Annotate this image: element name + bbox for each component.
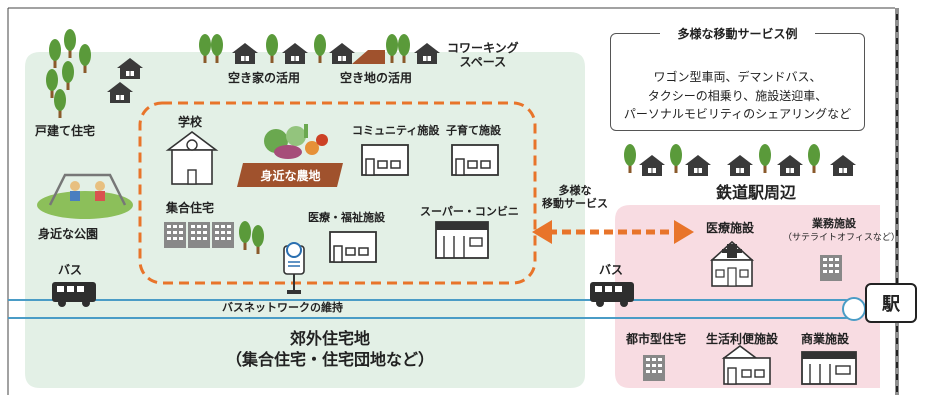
vacant-house-label: 空き家の活用 bbox=[228, 71, 301, 85]
legend-box bbox=[610, 33, 865, 131]
station-area-title: 鉄道駅周辺 bbox=[716, 183, 797, 202]
business-facility-label: 業務施設 bbox=[812, 217, 856, 230]
nearby-park-label: 身近な公園 bbox=[38, 227, 99, 241]
commercial-facility-icon bbox=[801, 351, 857, 385]
bus-icon-right bbox=[590, 282, 634, 307]
business-facility-note: （サテライトオフィスなど） bbox=[783, 233, 900, 243]
commercial-facility-label: 商業施設 bbox=[801, 332, 850, 346]
station-medical-label: 医療施設 bbox=[706, 221, 755, 235]
bus-terminal-circle bbox=[842, 297, 866, 321]
school-icon bbox=[165, 131, 219, 185]
coworking-label: コワーキング スペース bbox=[447, 41, 519, 69]
core-zone-boundary bbox=[138, 101, 537, 285]
vegetables-icon bbox=[264, 124, 328, 159]
bus-left-label: バス bbox=[58, 263, 83, 277]
mobility-arrow bbox=[532, 220, 694, 244]
bus-network-label: バスネットワークの維持 bbox=[222, 301, 343, 314]
medical-welfare-label: 医療・福祉施設 bbox=[308, 211, 385, 224]
bus-right-label: バス bbox=[599, 263, 624, 277]
urban-housing-icon bbox=[643, 355, 665, 381]
urban-housing-label: 都市型住宅 bbox=[626, 332, 687, 346]
suburb-area-bg bbox=[25, 52, 585, 388]
nearby-farm-label: 身近な農地 bbox=[260, 168, 321, 183]
supermarket-icon bbox=[435, 221, 489, 259]
vacant-lot-row bbox=[352, 34, 441, 65]
station-label: 駅 bbox=[865, 283, 917, 323]
farm-tag-shape bbox=[237, 163, 343, 187]
legend-title: 多様な移動サービス例 bbox=[660, 25, 815, 42]
suburb-area-subtitle: （集合住宅・住宅団地など） bbox=[225, 350, 434, 369]
convenience-facility-label: 生活利便施設 bbox=[706, 332, 779, 346]
supermarket-label: スーパー・コンビニ bbox=[420, 205, 519, 218]
business-facility-icon bbox=[820, 255, 842, 281]
station-houses-row bbox=[624, 144, 857, 177]
childcare-facility-icon bbox=[451, 144, 499, 176]
legend-body: ワゴン型車両、デマンドバス、 タクシーの相乗り、施設送迎車、 パーソナルモビリテ… bbox=[623, 70, 852, 122]
convenience-facility-icon bbox=[721, 345, 771, 385]
school-label: 学校 bbox=[178, 115, 203, 129]
vacant-lot-label: 空き地の活用 bbox=[340, 71, 413, 85]
station-medical-icon bbox=[709, 240, 755, 287]
apartment-housing-label: 集合住宅 bbox=[166, 201, 215, 215]
community-facility-icon bbox=[361, 144, 409, 176]
childcare-facility-label: 子育て施設 bbox=[446, 124, 501, 137]
mobility-link-label: 多様な 移動サービス bbox=[542, 184, 608, 210]
suburb-area-title: 郊外住宅地 bbox=[289, 329, 370, 348]
community-facility-label: コミュニティ施設 bbox=[352, 124, 440, 137]
park-icon bbox=[37, 173, 133, 219]
detached-housing-label: 戸建て住宅 bbox=[35, 124, 96, 138]
bus-stop-icon bbox=[283, 242, 305, 294]
medical-welfare-icon bbox=[329, 231, 377, 263]
station-area-bg bbox=[615, 205, 880, 388]
